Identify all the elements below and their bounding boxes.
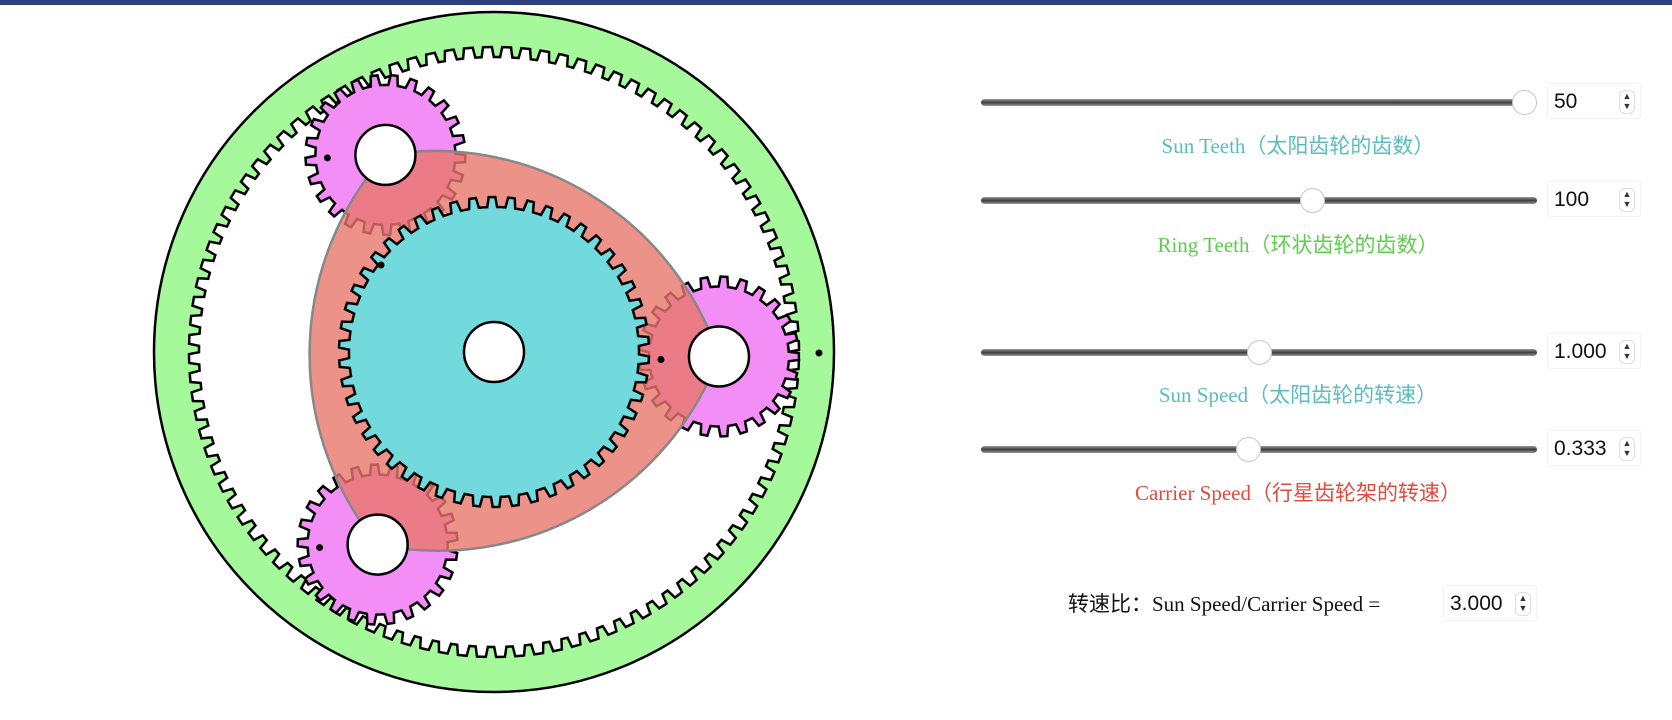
spinner-icon[interactable]: ▲▼ (1619, 437, 1635, 461)
sun-speed-slider[interactable] (981, 342, 1537, 362)
carrier-speed-label: Carrier Speed（行星齿轮架的转速） (1134, 481, 1462, 505)
sun-speed-control: 1.000 ▲▼ (975, 334, 1655, 370)
spinner-icon[interactable]: ▲▼ (1619, 340, 1635, 364)
carrier-speed-input[interactable]: 0.333 ▲▼ (1548, 431, 1640, 465)
carrier-speed-slider[interactable] (981, 439, 1537, 459)
planet-marker-dot (323, 154, 331, 162)
ring-teeth-input[interactable]: 100 ▲▼ (1548, 182, 1640, 216)
ratio-row: 转速比：Sun Speed/Carrier Speed = (1068, 588, 1380, 618)
planet-hole (346, 513, 409, 576)
ring-marker-dot (815, 349, 823, 357)
carrier-speed-control: 0.333 ▲▼ (975, 431, 1655, 467)
sun-speed-input[interactable]: 1.000 ▲▼ (1548, 334, 1640, 368)
ring-teeth-label: Ring Teeth（环状齿轮的齿数） (1157, 233, 1439, 257)
ring-gear (152, 10, 836, 694)
sun-teeth-input[interactable]: 50 ▲▼ (1548, 84, 1640, 118)
sun-teeth-control: 50 ▲▼ (975, 84, 1655, 120)
ring-teeth-control: 100 ▲▼ (975, 182, 1655, 218)
ratio-label: 转速比：Sun Speed/Carrier Speed = (1068, 592, 1381, 616)
planetary-gear-diagram (152, 10, 836, 694)
ratio-input[interactable]: 3.000 ▲▼ (1444, 586, 1536, 620)
sun-marker-dot (377, 261, 385, 269)
planet-hole (354, 123, 417, 187)
planet-marker-dot (316, 544, 324, 552)
top-bar (0, 0, 1672, 5)
sun-speed-value: 1.000 (1554, 340, 1607, 363)
carrier-speed-value: 0.333 (1554, 437, 1607, 460)
planet-hole (687, 325, 751, 388)
spinner-icon[interactable]: ▲▼ (1515, 592, 1531, 616)
spinner-icon[interactable]: ▲▼ (1619, 188, 1635, 212)
sun-teeth-value: 50 (1554, 90, 1578, 113)
spinner-icon[interactable]: ▲▼ (1619, 90, 1635, 114)
planet-marker-dot (657, 355, 665, 363)
sun-hole (462, 320, 526, 384)
ring-teeth-value: 100 (1554, 188, 1590, 211)
sun-teeth-slider[interactable] (981, 92, 1537, 112)
ring-teeth-slider[interactable] (981, 190, 1537, 210)
sun-teeth-label: Sun Teeth（太阳齿轮的齿数） (1161, 134, 1435, 158)
ratio-value: 3.000 (1450, 592, 1503, 615)
sun-speed-label: Sun Speed（太阳齿轮的转速） (1158, 383, 1438, 407)
